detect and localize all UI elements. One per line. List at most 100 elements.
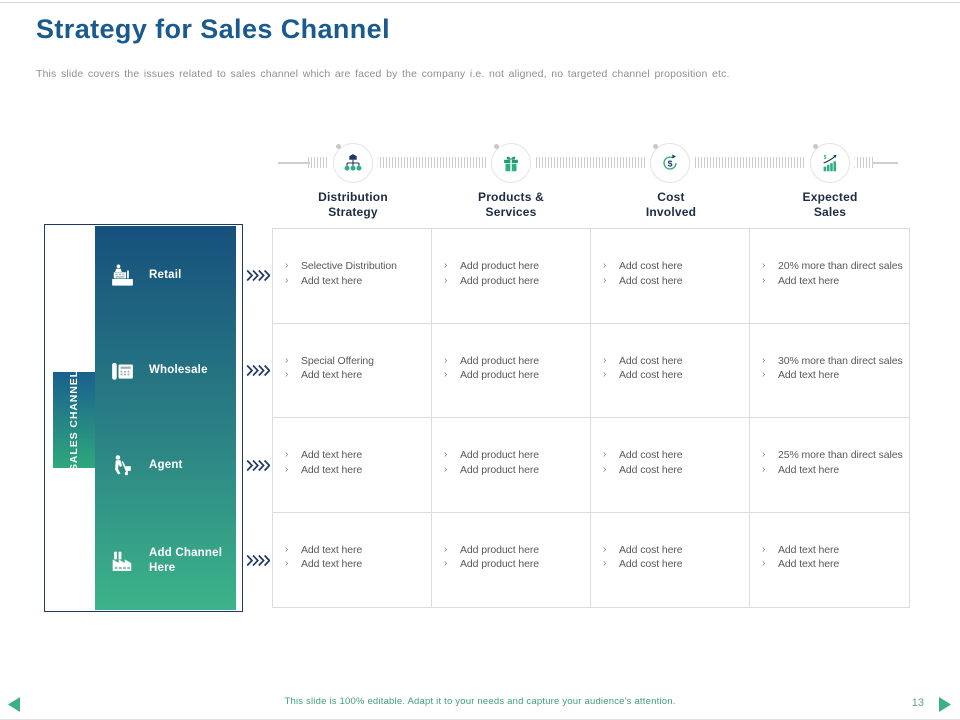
list-bullet: › bbox=[285, 260, 289, 271]
list-bullet: › bbox=[444, 274, 448, 286]
timeline-node-dot bbox=[494, 144, 499, 149]
table-cell: ›Special Offering ›Add text here bbox=[273, 323, 432, 418]
cell-text: Add product here bbox=[460, 543, 539, 556]
cell-text: 20% more than direct sales bbox=[778, 260, 903, 272]
cell-text: Add text here bbox=[301, 558, 363, 570]
cell-text: Add cost here bbox=[619, 558, 683, 570]
list-bullet: › bbox=[603, 449, 607, 460]
table-cell: › 20% more than direct sales › Add text he… bbox=[750, 229, 909, 324]
list-bullet: › bbox=[444, 260, 448, 271]
timeline-line bbox=[278, 162, 310, 164]
list-bullet: › bbox=[285, 463, 289, 475]
cell-text: Add cost here bbox=[619, 274, 683, 287]
list-bullet: › bbox=[762, 543, 766, 555]
list-bullet: › bbox=[603, 354, 607, 366]
page-title: Strategy for Sales Channel bbox=[36, 14, 391, 44]
list-bullet: › bbox=[762, 449, 766, 460]
table-cell: ›Add product here ›Add product here bbox=[432, 418, 591, 513]
cell-text: Add product here bbox=[460, 449, 539, 461]
table-cell: ›Selective Distribution ›Add text here bbox=[273, 229, 432, 324]
factory-icon bbox=[109, 549, 136, 573]
list-bullet: › bbox=[762, 354, 766, 366]
slide-subtitle: This slide covers the issues related to … bbox=[36, 68, 730, 80]
list-bullet: › bbox=[444, 543, 448, 555]
timeline-node-dot bbox=[336, 144, 341, 149]
cell-text: Add product here bbox=[460, 463, 539, 476]
column-header-products-services: Products &Services bbox=[477, 190, 544, 219]
timeline-hatched-line bbox=[308, 157, 874, 168]
cell-text: Add text here bbox=[778, 543, 840, 556]
cell-text: Add cost here bbox=[619, 369, 683, 381]
list-bullet: › bbox=[285, 543, 289, 555]
list-bullet: › bbox=[603, 369, 607, 380]
timeline-node-dot bbox=[813, 144, 818, 149]
list-bullet: › bbox=[762, 274, 766, 286]
list-bullet: › bbox=[603, 463, 607, 475]
list-bullet: › bbox=[603, 543, 607, 555]
list-bullet: › bbox=[444, 369, 448, 380]
cell-text: Add product here bbox=[460, 260, 539, 272]
sales-channel-label: SALES CHANNEL bbox=[68, 369, 80, 471]
list-bullet: › bbox=[285, 369, 289, 380]
cell-text: Add text here bbox=[301, 543, 363, 556]
footer-note: This slide is 100% editable. Adapt it to… bbox=[284, 696, 676, 707]
cell-text: Add product here bbox=[460, 354, 539, 367]
table-cell: ›Add product here ›Add product here bbox=[432, 323, 591, 418]
sidebar-item-wholesale: Wholesale bbox=[95, 323, 236, 418]
list-bullet: › bbox=[762, 558, 766, 569]
table-cell: › Add product here › Add product here bbox=[432, 512, 591, 607]
forward-chevrons-icon bbox=[246, 554, 270, 567]
svg-text:$: $ bbox=[824, 155, 827, 161]
svg-text:$: $ bbox=[668, 158, 673, 168]
sidebar-item-label: Add Channel Here bbox=[149, 546, 223, 574]
list-bullet: › bbox=[285, 449, 289, 460]
sidebar-item-retail: Retail bbox=[95, 228, 236, 323]
dollar-cycle-icon: $ bbox=[650, 143, 690, 183]
cell-text: Add product here bbox=[460, 274, 539, 287]
forward-chevrons-icon bbox=[246, 269, 270, 282]
sidebar-item-add-channel: Add Channel Here bbox=[95, 513, 236, 608]
timeline-line bbox=[872, 162, 898, 164]
cell-text: Add text here bbox=[778, 463, 840, 476]
cell-text: Add text here bbox=[301, 369, 363, 381]
cell-text: Add cost here bbox=[619, 449, 683, 461]
table-cell: › Add text here › Add text here bbox=[750, 513, 909, 608]
sidebar-item-label: Agent bbox=[149, 459, 183, 471]
forward-chevrons-icon bbox=[246, 364, 270, 377]
table-cell: ›Add cost here ›Add cost here bbox=[591, 512, 750, 607]
list-bullet: › bbox=[444, 354, 448, 366]
sidebar-item-label: Wholesale bbox=[149, 364, 208, 376]
list-bullet: › bbox=[603, 274, 607, 286]
list-bullet: › bbox=[603, 260, 607, 271]
table-cell: › Add cost here › Add cost here bbox=[591, 418, 750, 513]
timeline-node-dot bbox=[653, 144, 658, 149]
table-cell: ›30% more than direct sales ›Add text he… bbox=[750, 324, 909, 418]
sales-channel-gradient-column bbox=[95, 226, 236, 610]
cell-text: Add text here bbox=[778, 369, 840, 381]
next-slide-arrow[interactable] bbox=[939, 697, 951, 712]
previous-slide-arrow[interactable] bbox=[8, 697, 20, 712]
cell-text: Add product here bbox=[460, 558, 539, 570]
agent-trolley-icon bbox=[109, 454, 136, 478]
cell-text: Add cost here bbox=[619, 463, 683, 476]
cell-text: Special Offering bbox=[301, 354, 374, 367]
fax-machine-icon bbox=[109, 359, 136, 383]
cell-text: Add cost here bbox=[619, 543, 683, 556]
cash-register-icon bbox=[109, 264, 136, 288]
sidebar-item-label: Retail bbox=[149, 269, 182, 281]
list-bullet: › bbox=[444, 558, 448, 569]
gift-box-icon bbox=[491, 143, 531, 183]
cell-text: 30% more than direct sales bbox=[778, 354, 903, 367]
table-cell: ›Add text here ›Add text here bbox=[273, 418, 432, 513]
sales-growth-chart-icon: $ bbox=[810, 143, 850, 183]
list-bullet: › bbox=[762, 463, 766, 475]
cell-text: Selective Distribution bbox=[301, 260, 397, 272]
list-bullet: › bbox=[762, 260, 766, 271]
cell-text: Add text here bbox=[778, 274, 840, 287]
cell-text: Add text here bbox=[778, 558, 840, 570]
page-number: 13 bbox=[911, 697, 924, 709]
cell-text: Add text here bbox=[301, 274, 363, 287]
